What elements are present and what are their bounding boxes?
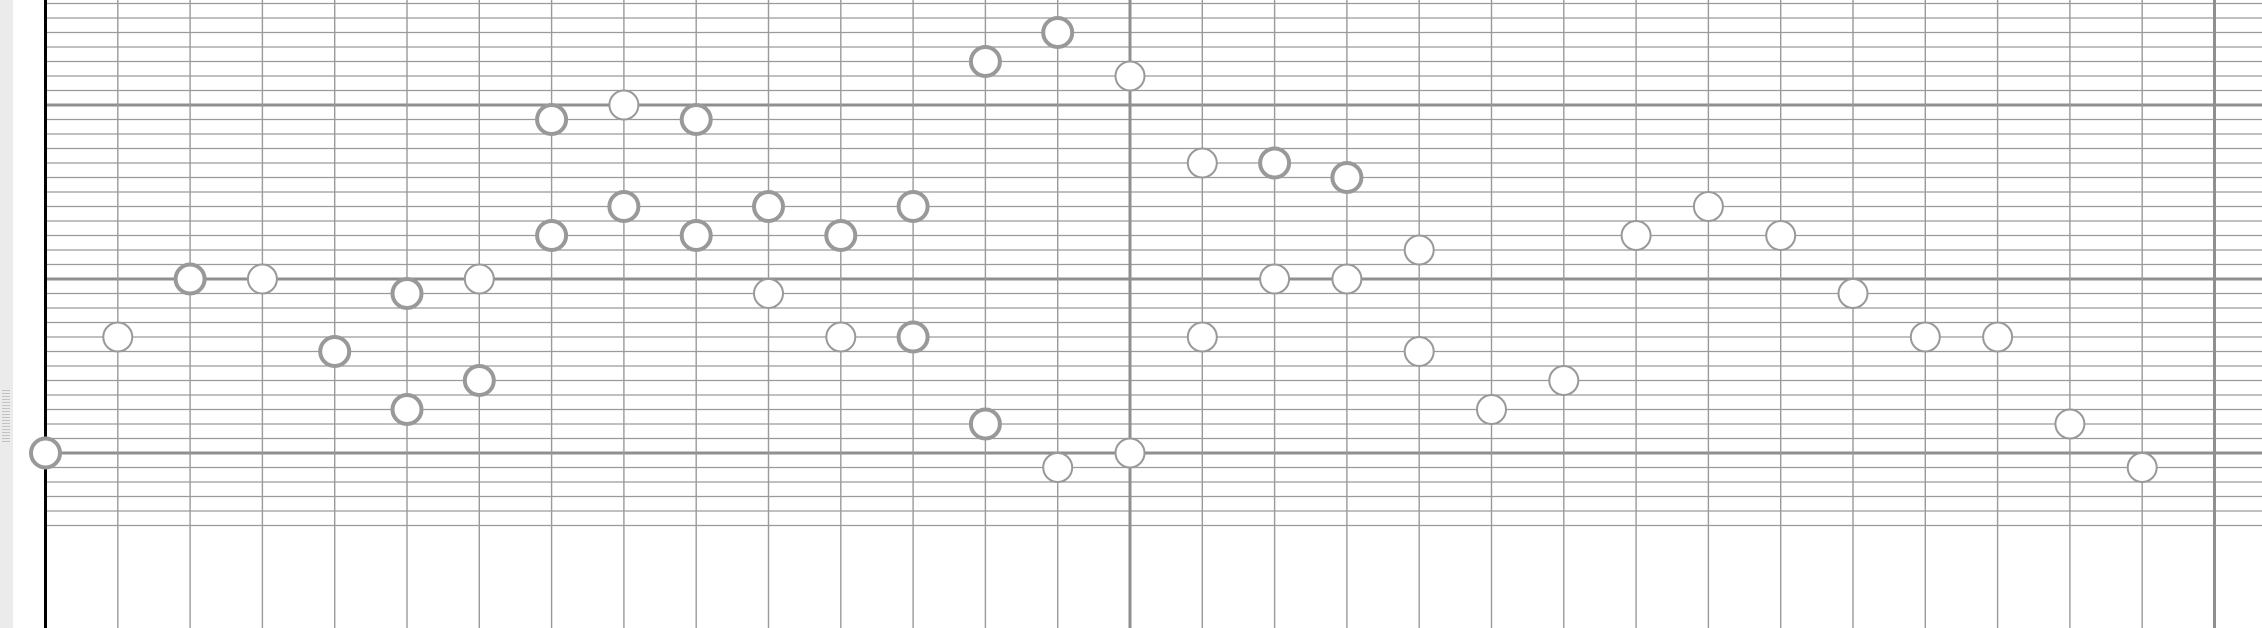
note-marker-bold[interactable] [679,103,713,136]
note-marker[interactable] [102,321,134,353]
note-marker[interactable] [608,89,640,121]
note-marker[interactable] [1403,336,1435,367]
note-marker[interactable] [1620,220,1652,251]
note-marker[interactable] [1186,147,1218,179]
vertical-grid-lines [44,0,2216,628]
note-marker[interactable] [2126,452,2158,483]
note-marker[interactable] [753,278,784,309]
left-gutter [0,0,13,628]
note-marker-bold[interactable] [1330,161,1364,194]
note-marker-bold[interactable] [390,277,424,310]
note-marker[interactable] [246,263,278,295]
note-marker[interactable] [1476,394,1507,425]
note-marker[interactable] [1765,220,1797,251]
note-marker-bold[interactable] [752,190,785,223]
note-marker-bold[interactable] [29,436,62,470]
note-marker-bold[interactable] [462,364,496,397]
note-marker[interactable] [825,321,857,353]
note-marker-bold[interactable] [535,219,569,252]
note-marker[interactable] [463,263,495,295]
note-marker[interactable] [1837,278,1869,309]
note-marker-bold[interactable] [535,103,569,136]
note-marker[interactable] [2054,408,2086,440]
note-marker[interactable] [1692,191,1724,222]
note-marker-bold[interactable] [173,262,207,296]
note-marker[interactable] [1114,437,1146,469]
note-marker-bold[interactable] [607,190,641,223]
note-marker-bold[interactable] [679,219,713,252]
note-marker[interactable] [1114,60,1146,92]
note-marker[interactable] [1259,263,1291,295]
note-marker-bold[interactable] [896,320,930,354]
note-marker-bold[interactable] [968,407,1002,441]
note-marker-bold[interactable] [968,45,1002,78]
note-marker[interactable] [1982,321,2014,353]
note-marker-bold[interactable] [390,393,424,426]
note-marker-bold[interactable] [1041,16,1075,49]
note-marker-bold[interactable] [1258,146,1292,180]
note-marker[interactable] [1042,452,1074,483]
note-marker[interactable] [1403,234,1435,266]
note-marker[interactable] [1186,321,1218,353]
drag-handle-dots-icon[interactable] [2,390,10,442]
note-marker-bold[interactable] [896,190,930,223]
note-marker[interactable] [1548,365,1580,396]
note-marker-bold[interactable] [824,219,858,252]
note-layer[interactable] [29,16,2158,483]
note-marker[interactable] [1331,263,1363,295]
note-marker-bold[interactable] [318,335,352,368]
note-marker[interactable] [1909,321,1941,353]
horizontal-grid-lines [45,2,2262,527]
